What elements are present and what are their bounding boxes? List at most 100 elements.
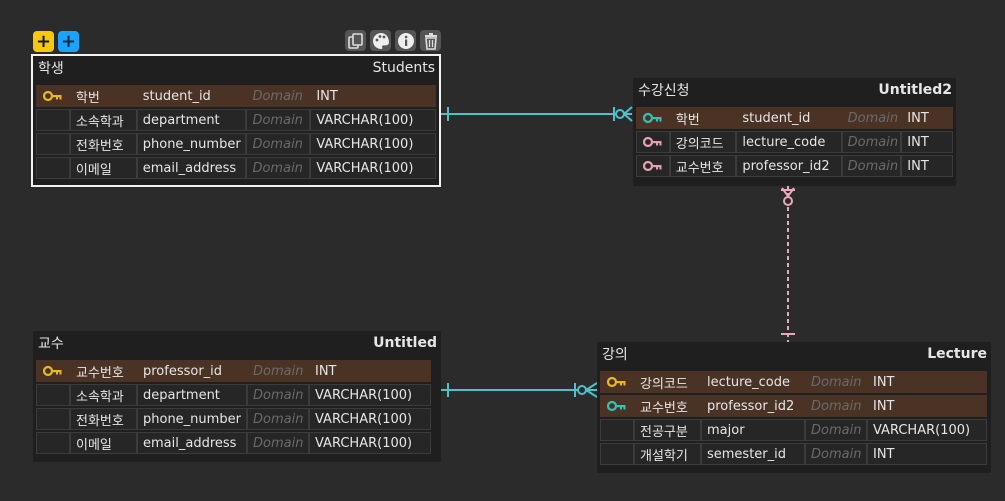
column-physical-name[interactable]: major [701, 419, 805, 441]
column-physical-name[interactable]: department [136, 109, 247, 131]
column-logical-name[interactable]: 교수번호 [669, 155, 737, 177]
column-domain[interactable]: Domain [805, 371, 867, 393]
column-logical-name[interactable]: 소속학과 [70, 384, 137, 406]
column-physical-name[interactable]: phone_number [137, 408, 247, 430]
column-domain[interactable]: Domain [805, 443, 867, 465]
column-data-type[interactable]: INT [310, 85, 436, 107]
column-data-type[interactable]: INT [867, 395, 987, 417]
palette-icon[interactable] [370, 30, 391, 51]
column-physical-name[interactable]: email_address [136, 157, 247, 179]
column-physical-name[interactable]: lecture_code [701, 371, 805, 393]
add-column-button[interactable]: + [58, 31, 79, 52]
table-header[interactable]: 교수 Untitled [33, 331, 441, 355]
column-physical-name[interactable]: student_id [136, 85, 247, 107]
column-domain[interactable]: Domain [246, 157, 311, 179]
column-domain[interactable]: Domain [805, 395, 867, 417]
column-physical-name[interactable]: professor_id2 [736, 155, 842, 177]
primary-key-icon[interactable] [36, 360, 70, 382]
column-domain[interactable]: Domain [247, 360, 309, 382]
column-logical-name[interactable]: 개설학기 [634, 443, 701, 465]
column-logical-name[interactable]: 소속학과 [69, 109, 137, 131]
column-domain[interactable]: Domain [246, 85, 311, 107]
primary-key-icon[interactable] [36, 85, 70, 107]
column-logical-name[interactable]: 이메일 [70, 432, 137, 454]
column-data-type[interactable]: VARCHAR(100) [309, 408, 431, 430]
column-physical-name[interactable]: department [137, 384, 247, 406]
table-header[interactable]: 강의 Lecture [597, 342, 991, 366]
column-domain[interactable]: Domain [841, 131, 902, 153]
column-logical-name[interactable]: 교수번호 [70, 360, 137, 382]
column-domain[interactable]: Domain [247, 432, 309, 454]
column-data-type[interactable]: VARCHAR(100) [309, 432, 431, 454]
column-data-type[interactable]: VARCHAR(100) [867, 419, 987, 441]
relation-professor-lecture[interactable] [438, 382, 598, 398]
column-logical-name[interactable]: 학번 [669, 107, 737, 129]
column-data-type[interactable]: INT [867, 443, 987, 465]
column-logical-name[interactable]: 강의코드 [669, 131, 737, 153]
trash-icon[interactable] [420, 30, 441, 51]
column-physical-name[interactable]: lecture_code [736, 131, 842, 153]
column-data-type[interactable]: VARCHAR(100) [310, 157, 436, 179]
primary-foreign-key-icon[interactable] [636, 107, 670, 129]
table-header[interactable]: 학생 Students [33, 56, 439, 80]
column-data-type[interactable]: INT [901, 131, 953, 153]
column-domain[interactable]: Domain [805, 419, 867, 441]
column-logical-name[interactable]: 학번 [69, 85, 137, 107]
column-domain[interactable]: Domain [247, 384, 309, 406]
column-physical-name[interactable]: email_address [137, 432, 247, 454]
relation-students-enrollment[interactable] [440, 106, 633, 122]
column-data-type[interactable]: VARCHAR(100) [309, 384, 431, 406]
key-cell[interactable] [36, 157, 70, 179]
key-cell[interactable] [36, 384, 70, 406]
key-cell[interactable] [36, 133, 70, 155]
column-domain[interactable]: Domain [247, 408, 309, 430]
column-data-type[interactable]: INT [901, 155, 953, 177]
column-data-type[interactable]: VARCHAR(100) [310, 133, 436, 155]
column-data-type[interactable]: INT [901, 107, 953, 129]
key-cell[interactable] [36, 432, 70, 454]
column-logical-name[interactable]: 전화번호 [70, 408, 137, 430]
column-data-type[interactable]: INT [309, 360, 431, 382]
key-cell[interactable] [36, 109, 70, 131]
column-physical-name[interactable]: semester_id [701, 443, 805, 465]
column-physical-name[interactable]: professor_id [137, 360, 247, 382]
column-logical-name[interactable]: 전화번호 [69, 133, 137, 155]
column-physical-name[interactable]: student_id [736, 107, 842, 129]
key-cell[interactable] [600, 419, 634, 441]
column-domain[interactable]: Domain [246, 133, 311, 155]
column-domain[interactable]: Domain [246, 109, 311, 131]
primary-key-icon[interactable] [600, 371, 634, 393]
copy-icon[interactable] [345, 30, 366, 51]
foreign-key-icon[interactable] [636, 155, 670, 177]
column-domain[interactable]: Domain [841, 155, 902, 177]
column-domain[interactable]: Domain [841, 107, 902, 129]
table-header[interactable]: 수강신청 Untitled2 [633, 78, 956, 102]
relation-lecture-enrollment[interactable] [781, 186, 795, 342]
primary-foreign-key-icon[interactable] [600, 395, 634, 417]
column-data-type[interactable]: INT [867, 371, 987, 393]
key-cell[interactable] [36, 408, 70, 430]
key-cell[interactable] [600, 443, 634, 465]
column-physical-name[interactable]: professor_id2 [701, 395, 805, 417]
column-logical-name[interactable]: 강의코드 [634, 371, 701, 393]
column-data-type[interactable]: VARCHAR(100) [310, 109, 436, 131]
column-logical-name[interactable]: 전공구분 [634, 419, 701, 441]
